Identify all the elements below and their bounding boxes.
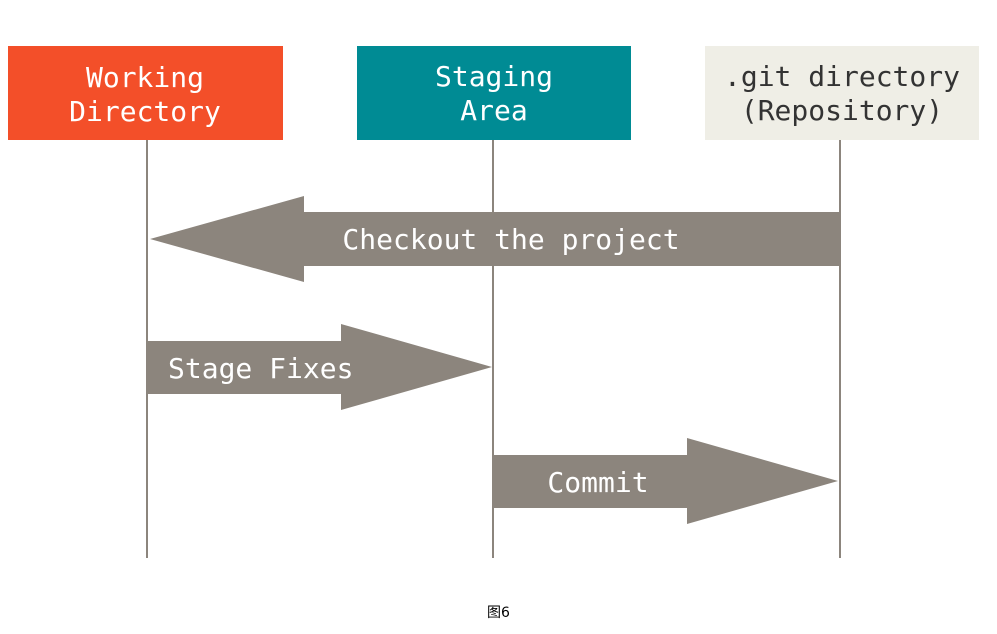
checkout-arrow-label: Checkout the project bbox=[342, 223, 679, 256]
stage-fixes-arrow-shape bbox=[148, 324, 492, 410]
working-directory-label-line2: Directory bbox=[69, 95, 221, 128]
repository-label-line2: (Repository) bbox=[741, 94, 943, 127]
commit-arrow: Commit bbox=[494, 438, 838, 524]
repository-box-bg bbox=[705, 46, 979, 140]
figure-caption: 图6 bbox=[487, 605, 510, 621]
working-directory-label-line1: Working bbox=[86, 61, 204, 94]
staging-area-box-bg bbox=[357, 46, 631, 140]
working-directory-box-bg bbox=[8, 46, 283, 140]
staging-area-label-line2: Area bbox=[460, 94, 527, 127]
stage-fixes-arrow: Stage Fixes bbox=[148, 324, 492, 410]
staging-area-label-line1: Staging bbox=[435, 60, 553, 93]
checkout-arrow-shape bbox=[150, 196, 840, 282]
repository-label-line1: .git directory bbox=[724, 60, 960, 93]
commit-arrow-shape bbox=[494, 438, 838, 524]
git-workflow-diagram: Working Directory Staging Area .git dire… bbox=[8, 46, 979, 558]
repository-box: .git directory (Repository) bbox=[705, 46, 979, 140]
working-directory-box: Working Directory bbox=[8, 46, 283, 140]
checkout-arrow: Checkout the project bbox=[150, 196, 840, 282]
commit-arrow-label: Commit bbox=[547, 466, 648, 499]
staging-area-box: Staging Area bbox=[357, 46, 631, 140]
stage-fixes-arrow-label: Stage Fixes bbox=[168, 352, 353, 385]
